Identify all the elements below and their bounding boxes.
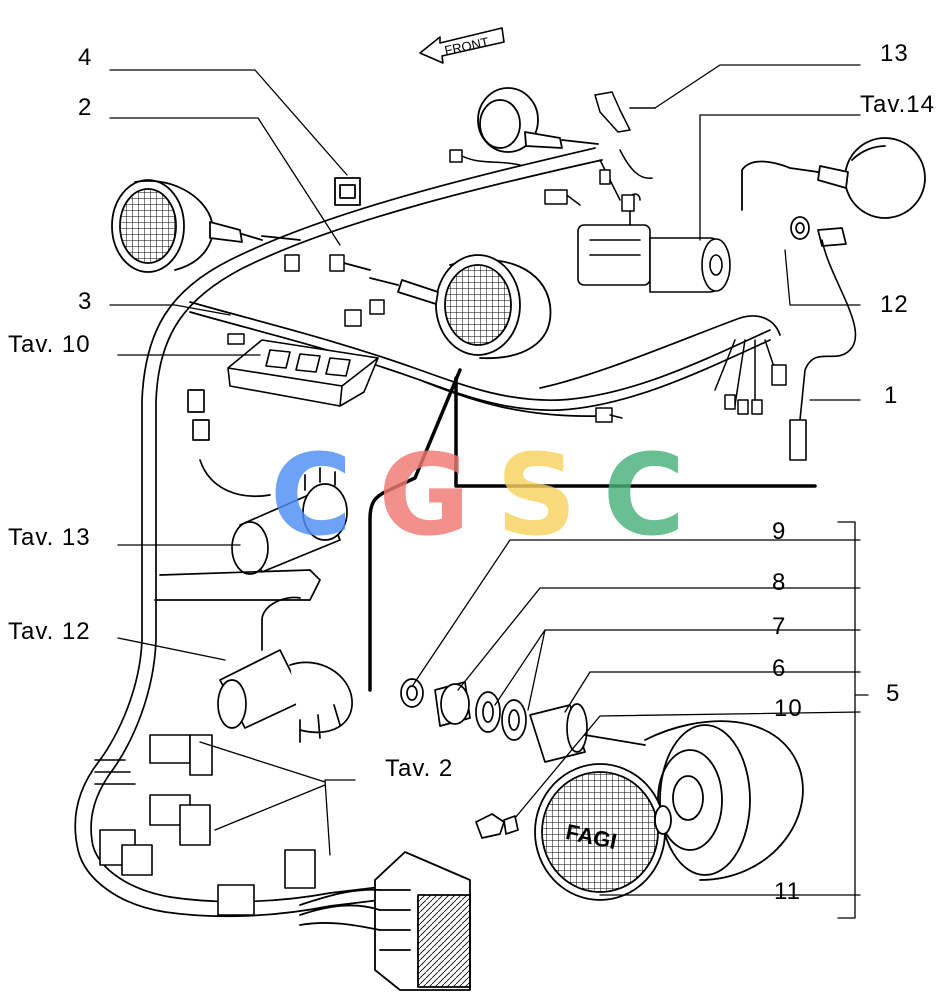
- lamp-top-right: [741, 137, 926, 219]
- label-tav-2: Tav. 2: [385, 755, 454, 782]
- lamp-center: [339, 254, 552, 360]
- label-9: 9: [772, 518, 787, 545]
- lamp-top-left: [111, 179, 301, 273]
- label-tav-10: Tav. 10: [8, 331, 91, 358]
- bulb-10: [475, 813, 519, 839]
- label-13: 13: [880, 40, 909, 67]
- connector-4: [334, 177, 361, 206]
- watermark: CGSC: [270, 440, 711, 552]
- leader-lines: [109, 64, 869, 919]
- label-12: 12: [880, 291, 909, 318]
- main-harness: [74, 147, 781, 918]
- label-tav-12: Tav. 12: [8, 618, 91, 645]
- label-10: 10: [774, 695, 803, 722]
- watermark-letter-c2: C: [602, 431, 712, 561]
- tav2-lead-wire: [368, 368, 817, 692]
- sensor-wire-1: [789, 239, 857, 461]
- fuse-box: [227, 339, 379, 407]
- label-11: 11: [774, 878, 801, 905]
- connector-12: [790, 216, 847, 247]
- label-tav-14: Tav.14: [860, 91, 935, 118]
- lamp-assembly-5: FAGI: [534, 720, 804, 901]
- label-8: 8: [772, 569, 787, 596]
- label-2: 2: [78, 94, 93, 121]
- loose-connectors: [227, 91, 787, 423]
- lamp-top-center: [477, 87, 599, 153]
- exploded-parts: [400, 678, 646, 763]
- front-arrow-text: FRONT: [443, 34, 490, 58]
- front-arrow: FRONT: [419, 27, 505, 64]
- label-1: 1: [884, 382, 899, 409]
- label-tav-13: Tav. 13: [8, 524, 91, 551]
- label-5: 5: [886, 680, 901, 707]
- wiper-motor: [577, 193, 731, 293]
- label-7: 7: [772, 613, 787, 640]
- watermark-letter-s: S: [496, 431, 603, 561]
- ignition-coil: [187, 389, 348, 575]
- watermark-letter-c1: C: [270, 431, 379, 561]
- switch-cluster: [94, 734, 316, 916]
- label-6: 6: [772, 655, 787, 682]
- watermark-letter-g: G: [378, 431, 497, 561]
- connector-block: [299, 851, 471, 991]
- label-4: 4: [78, 44, 93, 71]
- label-3: 3: [78, 288, 93, 315]
- distributor: [154, 569, 353, 743]
